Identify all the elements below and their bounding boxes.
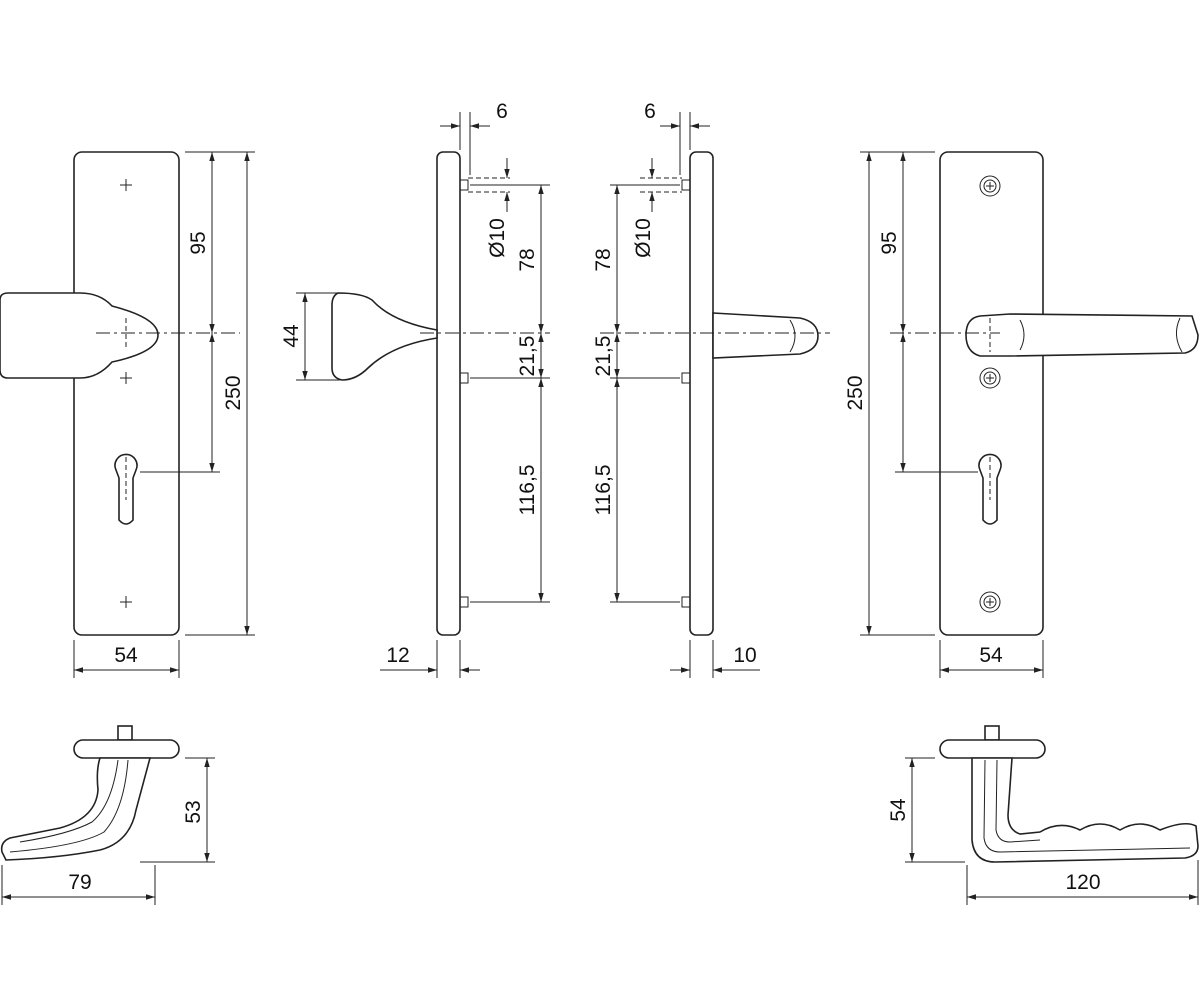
lever-side <box>712 312 819 359</box>
dim-54: 54 <box>887 798 910 822</box>
dim-95: 95 <box>187 231 210 254</box>
dim-44: 44 <box>280 324 303 348</box>
dim-10: 10 <box>733 644 756 667</box>
top-view-knob: 53 79 <box>0 725 215 905</box>
dim-120: 120 <box>1065 871 1100 894</box>
dim-116-5: 116,5 <box>516 465 539 516</box>
front-view-knob-plate: 95 250 54 <box>0 151 255 678</box>
lever-handle <box>965 313 1199 357</box>
screw-mark-icon <box>120 179 132 608</box>
lever-profile <box>971 757 1199 863</box>
keyhole-icon <box>978 453 1002 525</box>
dim-250: 250 <box>222 375 245 410</box>
dim-6: 6 <box>644 100 656 123</box>
dim-250: 250 <box>844 375 867 410</box>
dim-78: 78 <box>516 248 539 271</box>
backplate <box>73 151 180 636</box>
rose <box>939 739 1046 759</box>
dim-6: 6 <box>496 100 508 123</box>
pin-mark-icon <box>681 179 691 608</box>
side-view-knob: Ø10 6 78 21,5 116,5 44 12 <box>280 100 550 678</box>
dim-21-5: 21,5 <box>592 336 615 377</box>
dim-12: 12 <box>386 644 409 667</box>
dim-diameter-10: Ø10 <box>632 218 655 258</box>
dim-21-5: 21,5 <box>516 336 539 377</box>
knob-profile <box>0 757 152 861</box>
side-view-lever: Ø10 6 78 21,5 116,5 10 <box>592 100 830 678</box>
backplate-side <box>436 151 461 636</box>
dim-54: 54 <box>114 644 138 667</box>
top-view-lever: 54 120 <box>887 725 1199 905</box>
rose <box>73 739 180 759</box>
dim-78: 78 <box>592 248 615 271</box>
dim-116-5: 116,5 <box>592 465 615 516</box>
front-view-lever-plate: 95 250 54 <box>844 151 1199 678</box>
fixed-knob-side <box>331 292 438 381</box>
fixed-knob <box>0 292 159 379</box>
pin-mark-icon <box>459 179 469 608</box>
screw-icon <box>979 175 1001 613</box>
dim-diameter-10: Ø10 <box>486 218 509 258</box>
backplate-side <box>689 151 714 636</box>
dim-54: 54 <box>979 644 1003 667</box>
keyhole-icon <box>114 453 138 525</box>
backplate <box>939 151 1044 636</box>
dim-95: 95 <box>878 231 901 254</box>
dim-53: 53 <box>182 800 205 823</box>
dim-79: 79 <box>68 871 91 894</box>
